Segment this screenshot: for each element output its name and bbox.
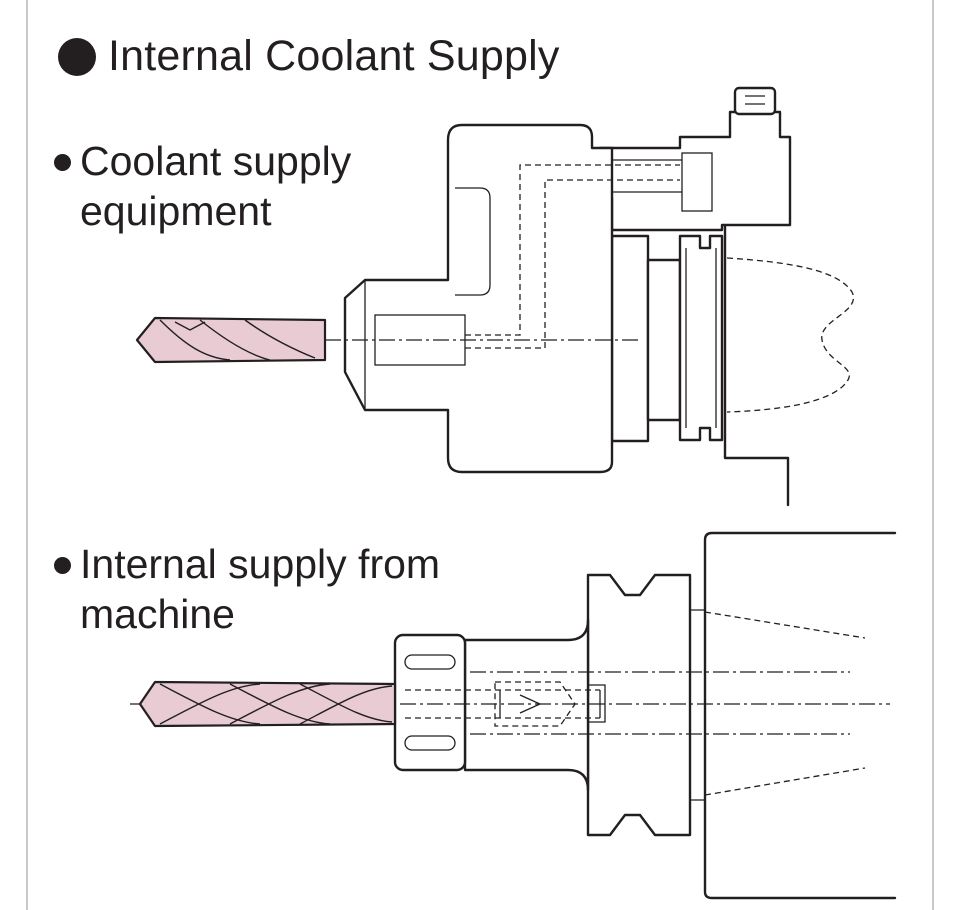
internal-supply-diagram <box>130 531 897 900</box>
list-bullet-icon <box>54 154 71 171</box>
coolant-block-passage <box>612 159 682 193</box>
drill-bit <box>135 316 327 364</box>
coolant-supply-equipment-diagram <box>135 86 855 507</box>
holder-v-flange <box>586 573 692 837</box>
holder-body <box>463 618 590 792</box>
holder-flange <box>678 234 724 442</box>
item-label-line: Internal supply from <box>80 541 441 587</box>
coolant-connector <box>733 86 777 116</box>
holder-neck <box>646 258 682 422</box>
housing-window <box>455 187 491 296</box>
page-title: Internal Coolant Supply <box>58 32 560 81</box>
drill-flutes <box>159 683 393 725</box>
item-label-line: machine <box>80 591 235 637</box>
spindle-hidden-outline <box>726 257 855 413</box>
content-frame <box>26 0 934 910</box>
item-label-line: equipment <box>80 188 272 234</box>
spindle-taper-hidden <box>704 611 866 796</box>
coolant-block-port <box>681 152 713 212</box>
holder-taper <box>690 609 706 801</box>
drill-flutes <box>159 319 316 361</box>
page-title-text: Internal Coolant Supply <box>108 32 560 80</box>
nut-slot <box>404 735 456 751</box>
stop-screw-hidden <box>494 681 576 727</box>
coolant-path-lower <box>465 179 680 349</box>
holder-collar <box>610 234 650 443</box>
list-bullet-icon <box>54 557 71 574</box>
coolant-path-upper <box>465 164 680 336</box>
drawbar-detail <box>588 684 606 723</box>
connector-threads <box>745 95 765 105</box>
heading-bullet-icon <box>58 37 96 76</box>
chuck-housing <box>343 123 614 474</box>
item-label-coolant-supply-equipment: Coolant supply equipment <box>54 136 420 236</box>
machine-spindle-edge <box>723 223 790 507</box>
coolant-block <box>598 110 792 232</box>
item-label-internal-supply: Internal supply from machine <box>54 539 520 639</box>
flange-grooves <box>685 248 717 428</box>
drill-tip-detail <box>174 321 206 331</box>
item-label-line: Coolant supply <box>80 138 352 184</box>
drill-flutes-back <box>159 683 393 725</box>
nut-slot <box>404 654 456 670</box>
machine-spindle-housing <box>703 531 897 900</box>
collet-bore-hidden <box>405 689 600 719</box>
